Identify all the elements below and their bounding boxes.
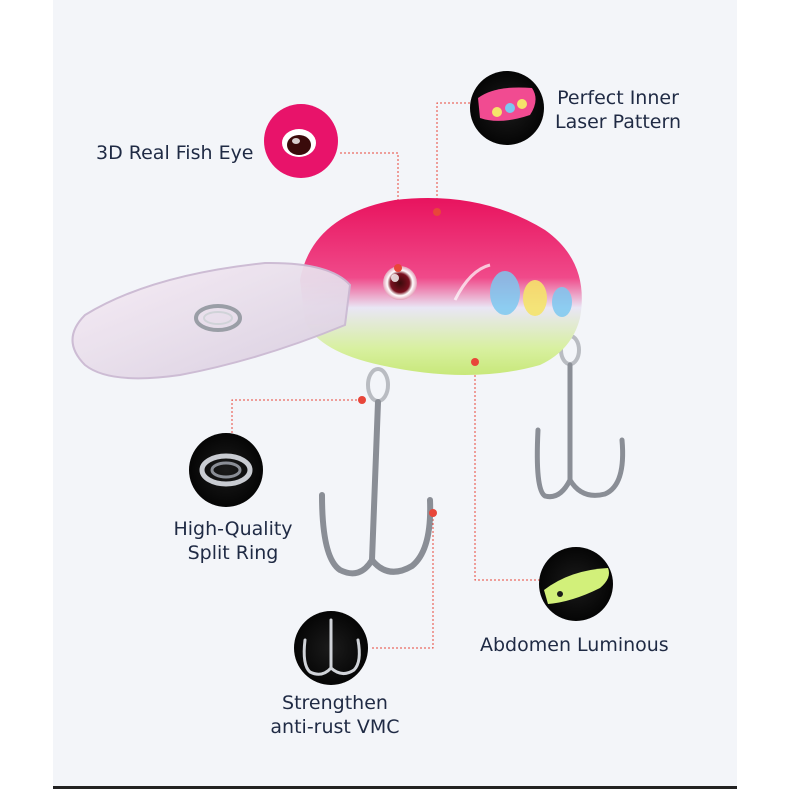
label-laser-line2: Laser Pattern [554, 111, 682, 133]
label-abdomen: Abdomen Luminous [480, 634, 669, 656]
background-panel [53, 0, 737, 788]
leader-lines [231, 102, 540, 649]
leader-vmc [372, 513, 434, 649]
front-treble-hook [319, 367, 434, 577]
lure-body [300, 198, 582, 375]
rear-treble-hook [534, 334, 626, 500]
detail-circle-vmc-hook [294, 611, 368, 685]
detail-circle-laser [470, 71, 544, 145]
label-laser-line1: Perfect Inner [557, 87, 679, 109]
detail-circle-fish-eye [264, 104, 338, 178]
label-vmc-line1: Strengthen [282, 692, 388, 714]
leader-fish-eye [340, 152, 399, 268]
label-fish-eye: 3D Real Fish Eye [96, 142, 254, 164]
diving-lip [71, 261, 352, 380]
eye [383, 266, 417, 300]
label-vmc-line2: anti-rust VMC [270, 716, 400, 738]
detail-circle-split-ring [189, 433, 263, 507]
detail-circle-abdomen [539, 547, 613, 621]
marker-dots [358, 208, 479, 517]
bottom-divider [53, 786, 737, 789]
leader-split-ring [231, 399, 362, 437]
leader-laser [436, 102, 470, 212]
leader-abdomen [474, 362, 540, 581]
label-split-ring-line2: Split Ring [187, 542, 279, 564]
label-split-ring-line1: High-Quality [173, 518, 293, 540]
